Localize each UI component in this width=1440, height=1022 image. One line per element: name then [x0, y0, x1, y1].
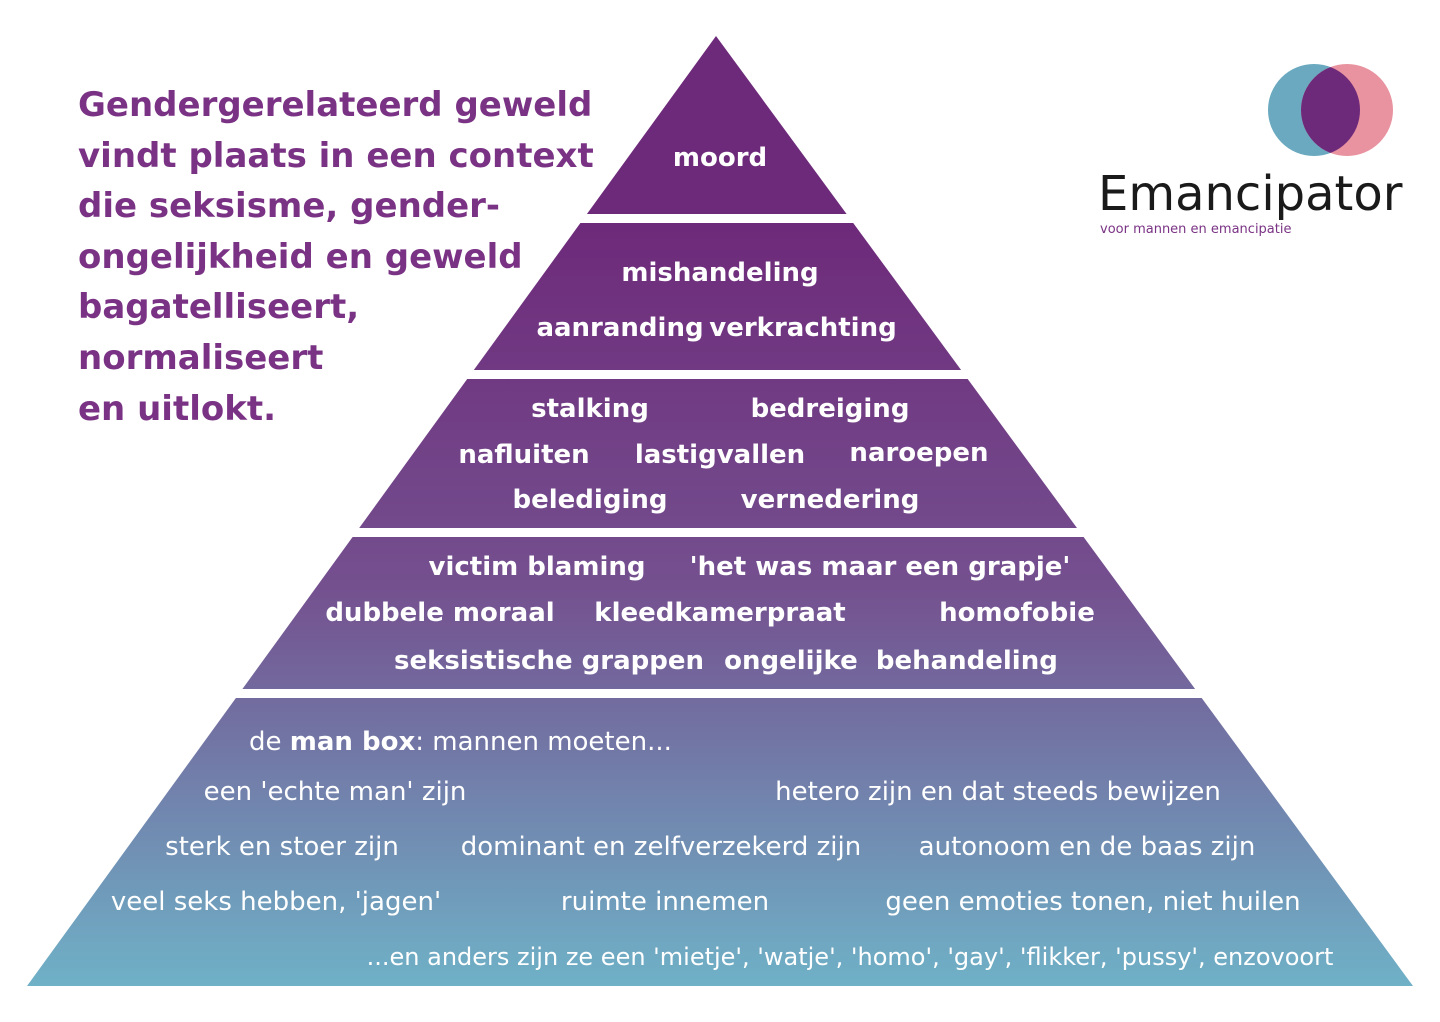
- label-sterk: sterk en stoer zijn: [165, 832, 399, 862]
- man-box-bold: man box: [289, 727, 416, 757]
- label-verkrachting: verkrachting: [709, 313, 897, 343]
- pyramid-level-4: [242, 537, 1196, 689]
- headline-line: en uitlokt.: [78, 388, 277, 429]
- pyramid-level-2: [473, 223, 962, 370]
- label-ongelijke-behandeling: ongelijke behandeling: [724, 646, 1058, 676]
- overlapping-circles-logo-icon: [1268, 64, 1393, 156]
- headline: Gendergerelateerd geweld vindt plaats in…: [78, 80, 598, 434]
- label-ruimte: ruimte innemen: [560, 887, 770, 917]
- label-victim-blaming: victim blaming: [428, 552, 646, 582]
- headline-line: ongelijkheid en geweld: [78, 236, 523, 277]
- pyramid-level-3: [359, 379, 1077, 528]
- label-moord: moord: [672, 143, 768, 173]
- label-belediging: belediging: [512, 485, 668, 515]
- emancipator-logo: Emancipator voor mannen en emancipatie: [1090, 60, 1410, 250]
- headline-line: die seksisme, gender-: [78, 186, 501, 227]
- logo-wordmark: Emancipator: [1098, 166, 1403, 222]
- headline-line: Gendergerelateerd geweld: [78, 85, 593, 125]
- label-naroepen: naroepen: [849, 438, 989, 468]
- label-emoties: geen emoties tonen, niet huilen: [885, 887, 1301, 917]
- label-grapje: 'het was maar een grapje': [689, 552, 1071, 582]
- headline-line: normaliseert: [78, 337, 324, 378]
- man-box-prefix: de: [249, 727, 290, 757]
- label-anders: ...en anders zijn ze een 'mietje', 'watj…: [366, 943, 1334, 971]
- pyramid-level-1: [586, 36, 847, 214]
- label-homofobie: homofobie: [939, 598, 1095, 628]
- label-autonoom: autonoom en de baas zijn: [918, 832, 1256, 862]
- label-stalking: stalking: [531, 394, 649, 424]
- label-echte-man: een 'echte man' zijn: [203, 777, 467, 807]
- label-man-box: de man box: mannen moeten...: [249, 725, 672, 759]
- label-mishandeling: mishandeling: [621, 258, 819, 288]
- label-aanranding: aanranding: [536, 313, 704, 343]
- label-dominant: dominant en zelfverzekerd zijn: [460, 832, 862, 862]
- label-hetero: hetero zijn en dat steeds bewijzen: [775, 777, 1221, 807]
- man-box-suffix: : mannen moeten...: [415, 727, 672, 757]
- label-seksistische-grappen: seksistische grappen: [393, 646, 705, 676]
- label-dubbele-moraal: dubbele moraal: [325, 598, 555, 628]
- headline-line: vindt plaats in een context: [78, 135, 594, 176]
- label-seks: veel seks hebben, 'jagen': [110, 887, 442, 917]
- label-kleedkamerpraat: kleedkamerpraat: [594, 598, 846, 628]
- logo-circle-overlap: [1301, 64, 1360, 156]
- label-bedreiging: bedreiging: [750, 394, 910, 424]
- headline-line: bagatelliseert,: [78, 287, 360, 328]
- logo-tagline: voor mannen en emancipatie: [1100, 222, 1292, 237]
- label-nafluiten: nafluiten: [458, 440, 590, 470]
- label-lastigvallen: lastigvallen: [634, 440, 806, 470]
- label-vernedering: vernedering: [740, 485, 920, 515]
- pyramid-levels: [27, 36, 1413, 986]
- pyramid-level-5: [27, 698, 1413, 986]
